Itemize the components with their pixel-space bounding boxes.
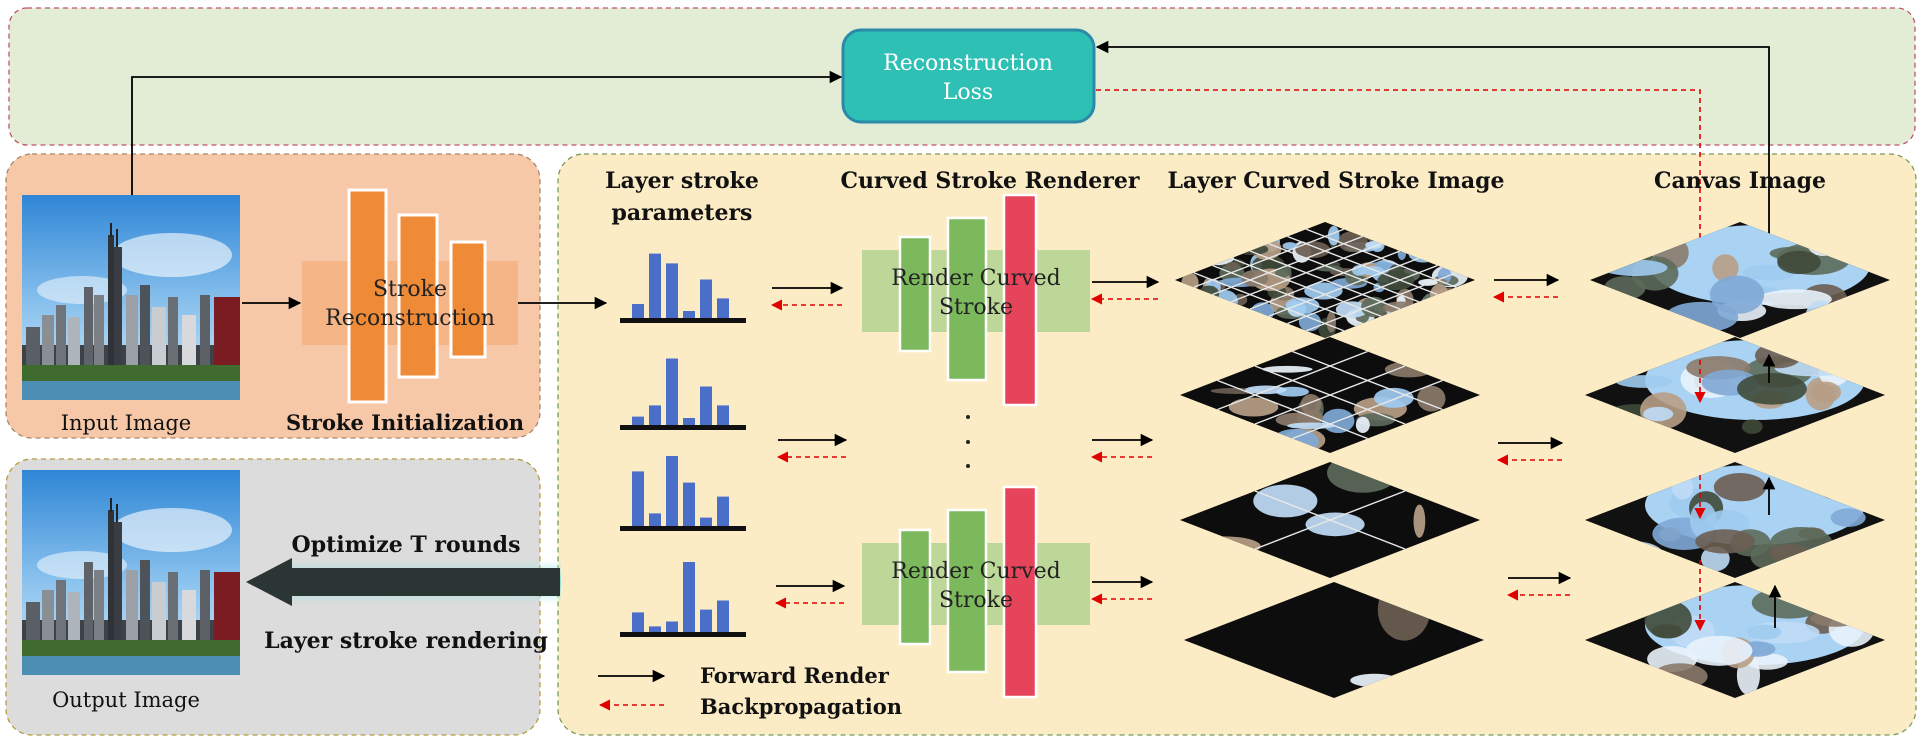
render-bar-2-top xyxy=(946,216,988,382)
net-bar-1 xyxy=(347,188,388,404)
params-title-line1: Layer stroke xyxy=(605,168,759,194)
histogram-bar xyxy=(649,626,661,632)
histogram-bar xyxy=(717,600,729,632)
render-label-top-line2: Stroke xyxy=(939,295,1013,320)
output-big-arrow xyxy=(246,558,560,606)
net-label-line1: Stroke xyxy=(373,277,447,302)
histogram-bar xyxy=(683,418,695,425)
histogram-bar xyxy=(700,609,712,632)
render-bar-3-top xyxy=(1002,193,1038,407)
histogram-bar xyxy=(683,311,695,318)
legend-backward-label: Backpropagation xyxy=(700,694,902,719)
net-label-line2: Reconstruction xyxy=(325,306,495,331)
render-bar-1-top xyxy=(898,235,932,353)
render-ellipsis xyxy=(966,415,970,468)
render-label-top-line1: Render Curved xyxy=(891,266,1060,291)
input-image-label: Input Image xyxy=(61,411,192,435)
histogram-bar xyxy=(666,263,678,318)
canvas-layer-1 xyxy=(1590,222,1890,338)
loss-backprop-arrow xyxy=(1096,89,1706,272)
rendering-label: Layer stroke rendering xyxy=(264,628,548,654)
histogram-bar xyxy=(632,471,644,526)
histogram-1 xyxy=(620,253,746,323)
input-to-loss-arrow xyxy=(131,70,843,196)
histogram-baseline xyxy=(620,318,746,323)
reconstruction-loss-box xyxy=(841,28,1096,124)
histogram-bar xyxy=(717,496,729,526)
histogram-bar xyxy=(700,517,712,526)
histogram-bar xyxy=(666,621,678,632)
histogram-bar xyxy=(700,279,712,318)
histogram-bar xyxy=(700,386,712,425)
histogram-bar xyxy=(683,482,695,526)
histogram-bar xyxy=(632,612,644,632)
histogram-bar xyxy=(632,304,644,318)
params-title-line2: parameters xyxy=(612,200,753,226)
canvas-title: Canvas Image xyxy=(1654,168,1826,194)
output-image xyxy=(22,470,240,675)
render-label-bottom-line1: Render Curved xyxy=(891,559,1060,584)
render-bar-1-bottom xyxy=(898,528,932,646)
renderer-title: Curved Stroke Renderer xyxy=(841,168,1140,194)
net-bar-3 xyxy=(449,240,487,359)
layer-image-title: Layer Curved Stroke Image xyxy=(1167,168,1504,194)
forward-backward-arrow-pairs xyxy=(770,273,1572,609)
histogram-baseline xyxy=(620,632,746,637)
histogram-bar xyxy=(632,416,644,425)
histogram-bar xyxy=(649,253,661,318)
net-bar-2 xyxy=(397,213,439,379)
histogram-3 xyxy=(620,456,746,531)
histogram-2 xyxy=(620,358,746,430)
histogram-bar xyxy=(683,562,695,632)
loss-label-line1: Reconstruction xyxy=(883,51,1053,76)
output-image-label: Output Image xyxy=(52,688,200,712)
histogram-baseline xyxy=(620,526,746,531)
histogram-bar xyxy=(666,358,678,425)
render-block-top: Render Curved Stroke xyxy=(862,193,1090,407)
histogram-4 xyxy=(620,562,746,637)
render-bar-3-bottom xyxy=(1002,485,1038,699)
histogram-bar xyxy=(649,405,661,425)
canvas-to-loss-arrow xyxy=(1095,40,1770,286)
histogram-baseline xyxy=(620,425,746,430)
stroke-parameter-histograms xyxy=(620,253,746,637)
histogram-bar xyxy=(717,298,729,318)
render-label-bottom-line2: Stroke xyxy=(939,588,1013,613)
init-title: Stroke Initialization xyxy=(286,410,524,435)
render-bar-2-bottom xyxy=(946,508,988,674)
input-image xyxy=(22,195,240,400)
loss-label-line2: Loss xyxy=(943,80,993,105)
histogram-bar xyxy=(649,513,661,526)
legend-forward-label: Forward Render xyxy=(700,663,890,688)
optimize-label: Optimize T rounds xyxy=(292,532,521,558)
render-block-bottom: Render Curved Stroke xyxy=(862,485,1090,699)
histogram-bar xyxy=(717,405,729,425)
histogram-bar xyxy=(666,456,678,526)
